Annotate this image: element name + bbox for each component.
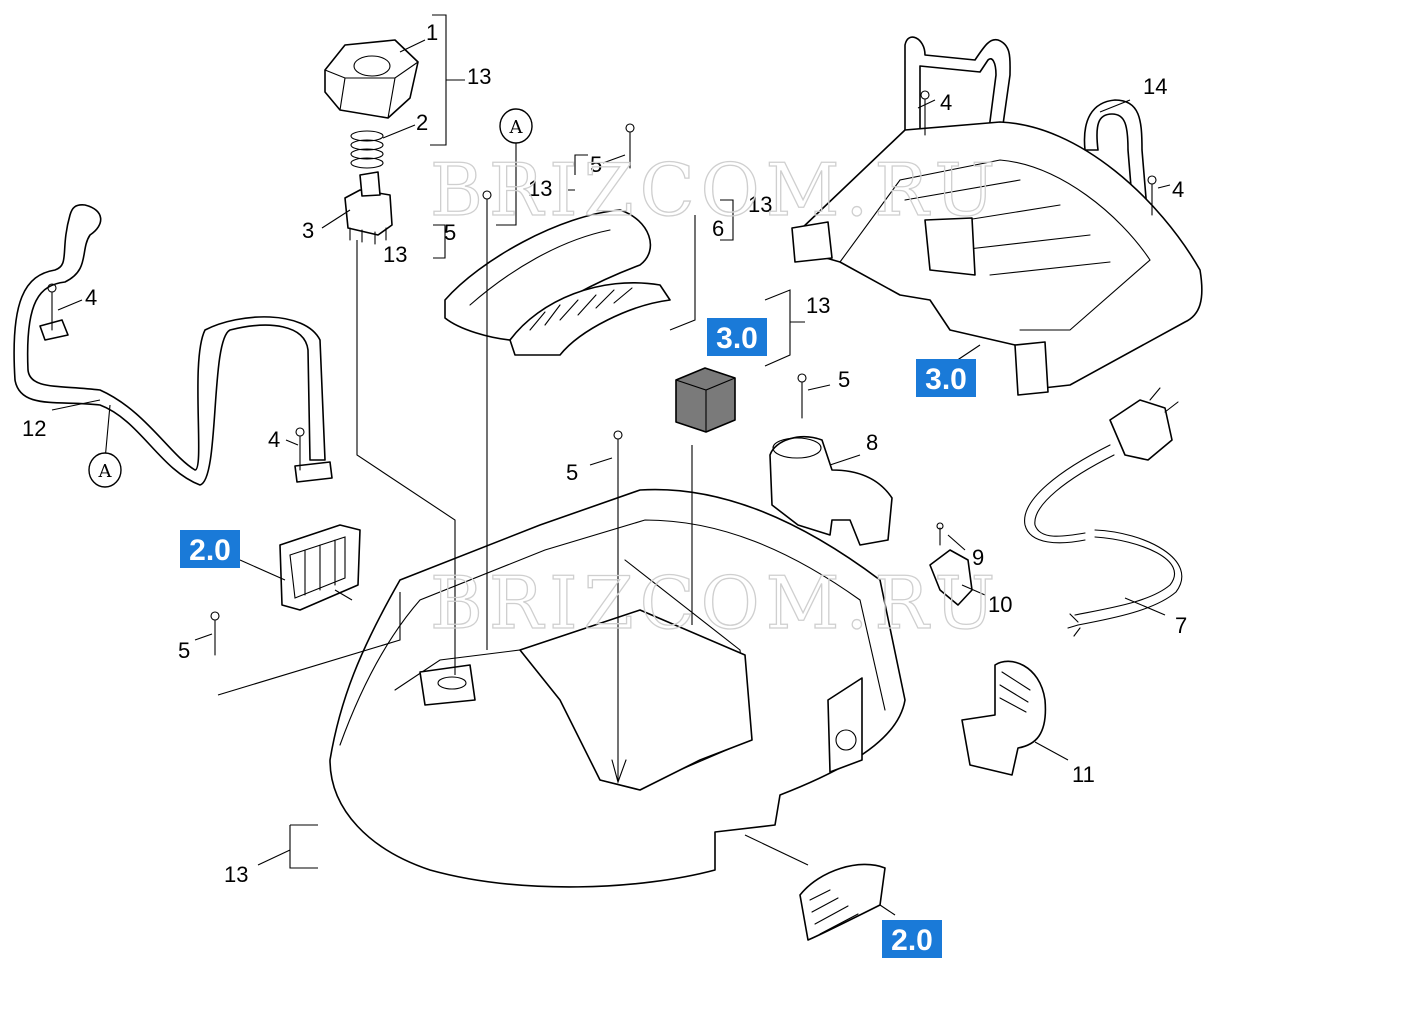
callout-13-filter: 13 xyxy=(806,293,830,318)
callout-7: 7 xyxy=(1175,613,1187,638)
switch xyxy=(344,171,393,245)
handle-hose-left xyxy=(13,204,333,486)
handle-cover xyxy=(444,209,652,341)
callout-2: 2 xyxy=(416,110,428,135)
screw-5-mid xyxy=(613,430,623,479)
screw-4-lower xyxy=(295,427,305,471)
screw-5-cover xyxy=(482,190,492,241)
svg-text:A: A xyxy=(509,117,524,138)
watermark-middle: BRIZCOM.RU xyxy=(430,561,1001,645)
callout-13-grip: 13 xyxy=(748,192,772,217)
callout-13-top: 13 xyxy=(467,64,491,89)
screw-5-holder xyxy=(797,373,807,419)
callout-6: 6 xyxy=(712,216,724,241)
callout-5-cover: 5 xyxy=(444,220,456,245)
ref-a-left: A xyxy=(88,452,122,488)
callout-9: 9 xyxy=(972,545,984,570)
grille-bottom xyxy=(799,863,886,941)
svg-text:A: A xyxy=(98,461,113,482)
callout-5-top: 5 xyxy=(590,152,602,177)
bracket-part-11 xyxy=(961,660,1047,776)
callout-12: 12 xyxy=(22,416,46,441)
callout-4-top: 4 xyxy=(940,90,952,115)
spring xyxy=(350,130,384,169)
callout-5-left: 5 xyxy=(178,638,190,663)
callout-14: 14 xyxy=(1143,74,1167,99)
badge-3-0-filter: 3.0 xyxy=(707,318,767,356)
svg-text:2.0: 2.0 xyxy=(891,924,933,957)
callout-13-housing: 13 xyxy=(224,862,248,887)
watermark-top: BRIZCOM.RU xyxy=(430,148,1001,232)
callout-5-holder: 5 xyxy=(838,367,850,392)
grip-part-6 xyxy=(509,281,671,356)
tray-frame xyxy=(791,121,1203,396)
latch-part-10 xyxy=(929,549,973,606)
svg-text:3.0: 3.0 xyxy=(925,363,967,396)
callout-3: 3 xyxy=(302,218,314,243)
callout-labels: 1 2 3 4 4 4 4 5 5 5 5 5 6 7 8 9 10 11 12… xyxy=(22,20,1187,887)
callout-10: 10 xyxy=(988,592,1012,617)
screw-part-9 xyxy=(936,522,944,546)
callout-13-switch: 13 xyxy=(383,242,407,267)
callout-4-left: 4 xyxy=(85,285,97,310)
power-cord xyxy=(1024,387,1183,637)
badge-3-0-tray: 3.0 xyxy=(916,359,976,397)
callout-8: 8 xyxy=(866,430,878,455)
badge-2-0-left: 2.0 xyxy=(180,530,240,568)
callout-1: 1 xyxy=(426,20,438,45)
svg-text:2.0: 2.0 xyxy=(189,534,231,567)
leader-lines xyxy=(51,14,1171,916)
callout-4-lower: 4 xyxy=(268,427,280,452)
svg-text:3.0: 3.0 xyxy=(716,322,758,355)
callout-4-right: 4 xyxy=(1172,177,1184,202)
screw-5-left xyxy=(210,611,220,656)
ref-a-top: A xyxy=(499,108,533,144)
callout-5-mid: 5 xyxy=(566,460,578,485)
screw-4-right xyxy=(1147,175,1157,216)
side-bracket-left xyxy=(279,524,361,611)
callout-11: 11 xyxy=(1072,762,1095,787)
screw-4-left xyxy=(47,283,57,331)
hose-holder xyxy=(769,436,893,546)
callout-13-cover: 13 xyxy=(528,176,552,201)
switch-cap xyxy=(324,39,419,119)
badge-2-0-bottom: 2.0 xyxy=(882,920,942,958)
screw-5-top xyxy=(625,123,635,169)
filter-block xyxy=(675,367,736,433)
